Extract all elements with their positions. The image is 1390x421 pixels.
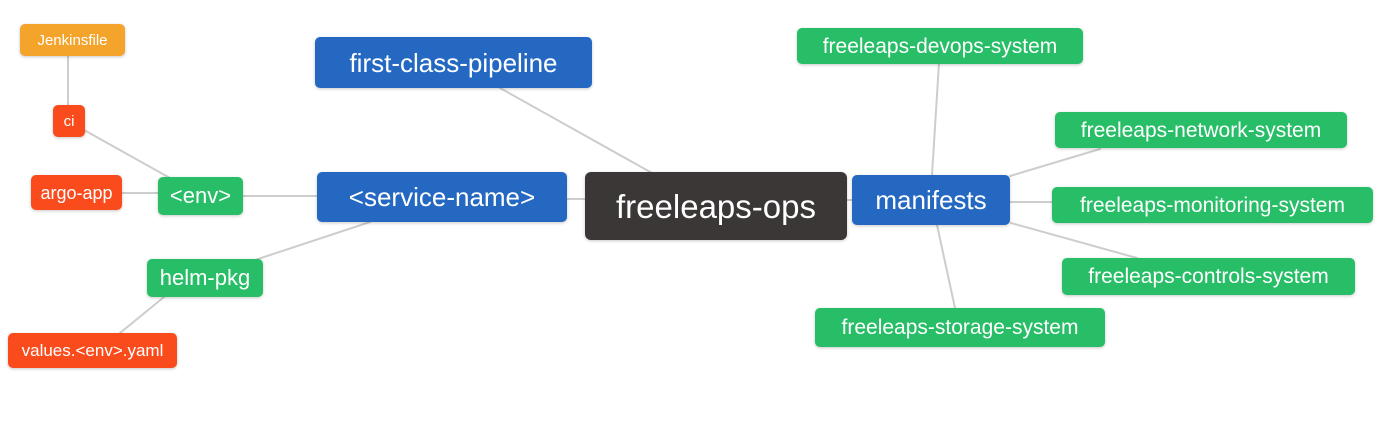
edge-manifests-storage xyxy=(936,224,956,309)
edge-helm-pkg-service-name xyxy=(251,221,371,262)
node-ci[interactable]: ci xyxy=(53,105,85,137)
node-argo-app[interactable]: argo-app xyxy=(31,175,122,210)
node-first-class-pipeline[interactable]: first-class-pipeline xyxy=(315,37,592,88)
node-values-env-yaml[interactable]: values.<env>.yaml xyxy=(8,333,177,368)
node-jenkinsfile[interactable]: Jenkinsfile xyxy=(20,24,125,56)
node-freeleaps-controls-system[interactable]: freeleaps-controls-system xyxy=(1062,258,1355,295)
edge-ci-env xyxy=(83,129,171,179)
edge-manifests-network xyxy=(1009,148,1101,177)
node-freeleaps-ops[interactable]: freeleaps-ops xyxy=(585,172,847,240)
node-helm-pkg[interactable]: helm-pkg xyxy=(147,259,263,297)
node-freeleaps-monitoring-system[interactable]: freeleaps-monitoring-system xyxy=(1052,187,1373,223)
node-manifests[interactable]: manifests xyxy=(852,175,1010,225)
edge-values-helm-pkg xyxy=(119,296,165,334)
edge-manifests-controls xyxy=(1010,222,1138,259)
node-env[interactable]: <env> xyxy=(158,177,243,215)
edge-pipeline-freeleaps-ops xyxy=(499,87,653,174)
node-freeleaps-network-system[interactable]: freeleaps-network-system xyxy=(1055,112,1347,148)
node-freeleaps-devops-system[interactable]: freeleaps-devops-system xyxy=(797,28,1083,64)
node-service-name[interactable]: <service-name> xyxy=(317,172,567,222)
node-freeleaps-storage-system[interactable]: freeleaps-storage-system xyxy=(815,308,1105,347)
edge-manifests-devops xyxy=(931,62,940,176)
